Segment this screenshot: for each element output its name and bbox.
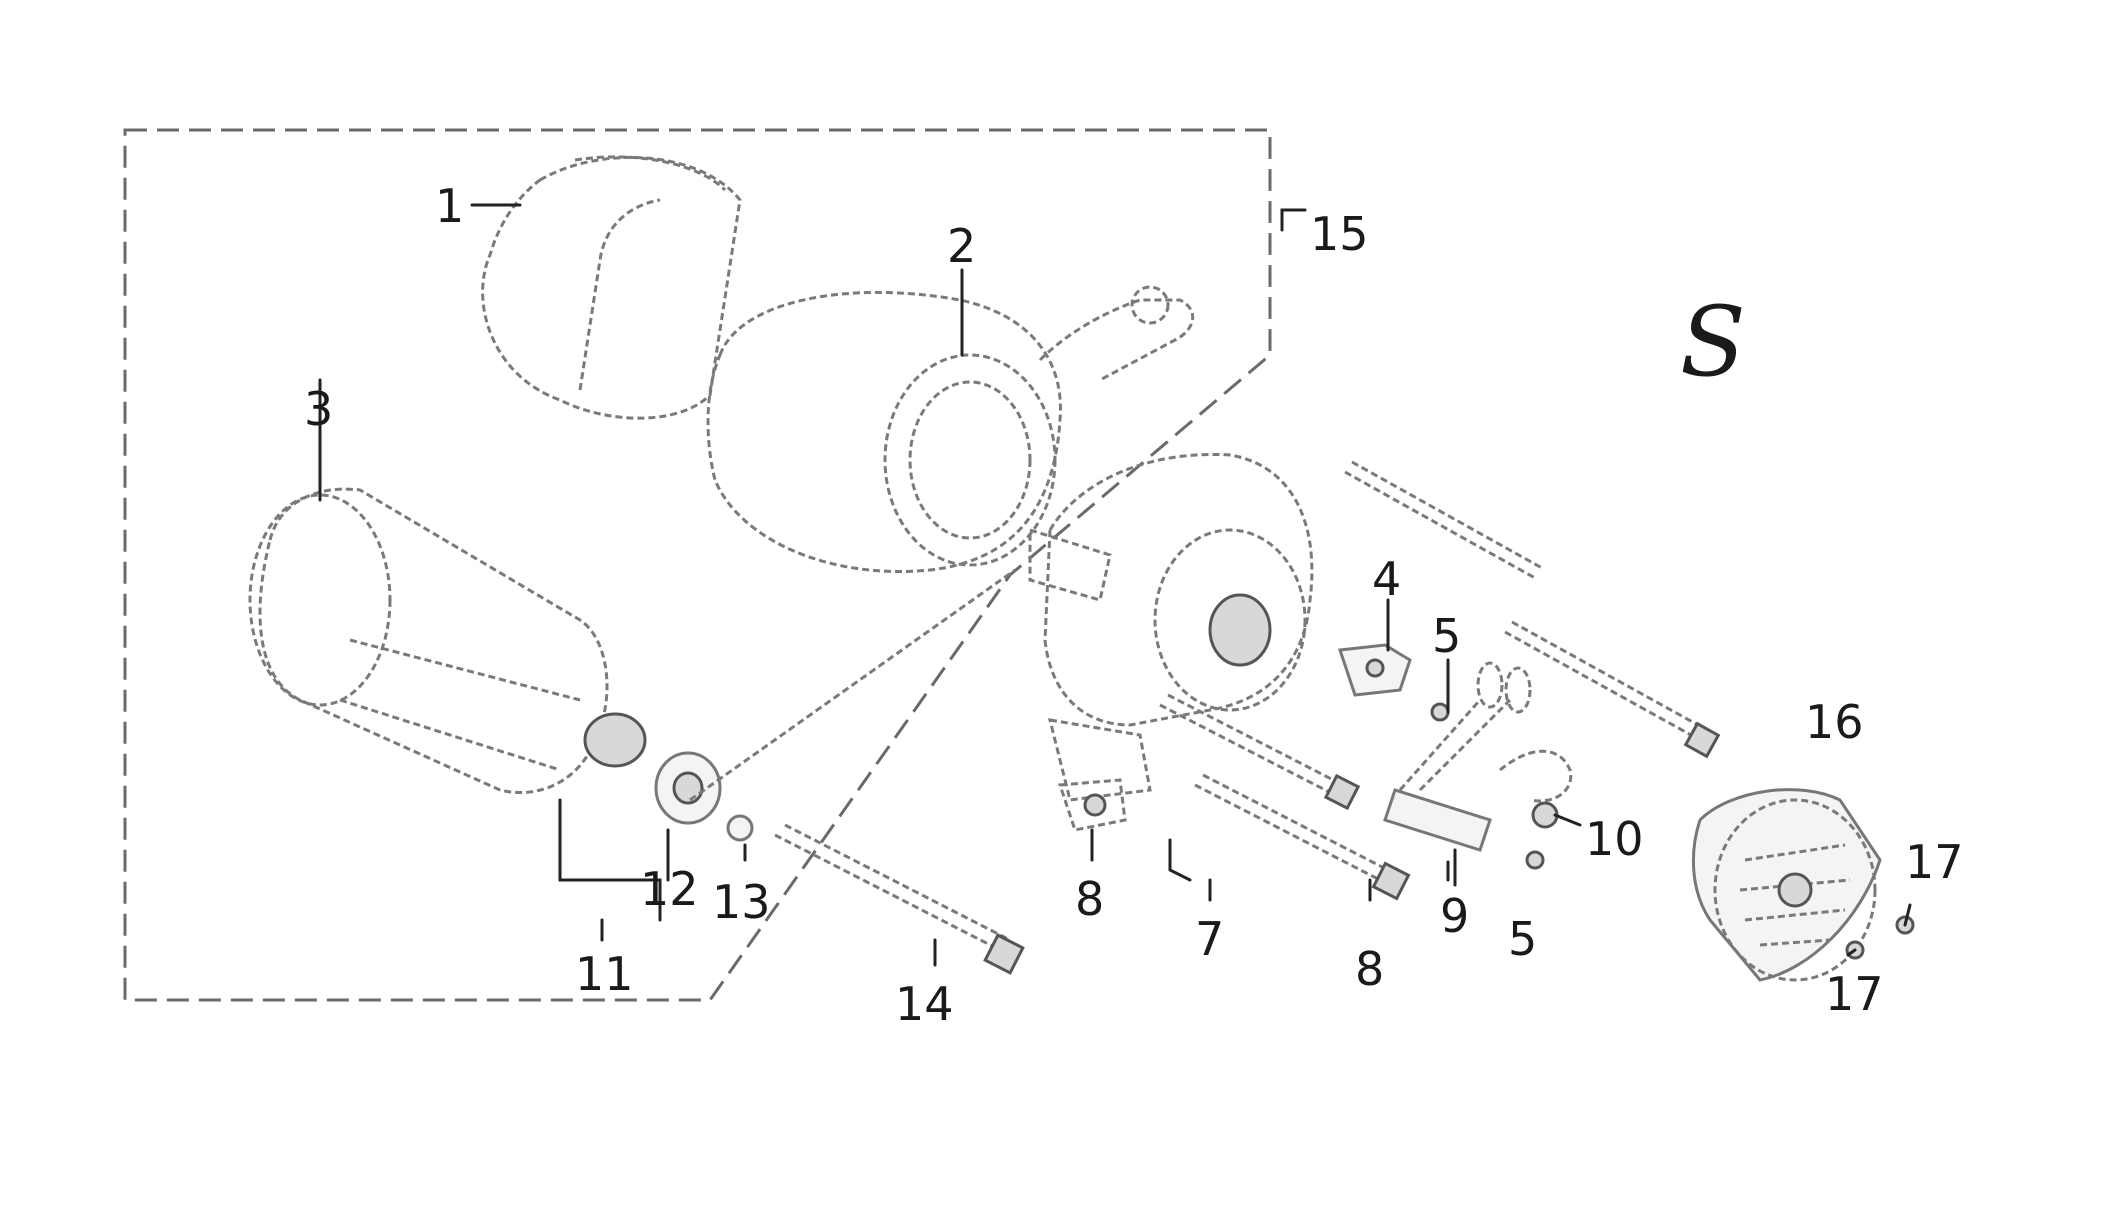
- part-13-washer: [726, 814, 754, 842]
- callout-13: 13: [712, 875, 771, 929]
- callout-12: 12: [640, 862, 699, 916]
- leader-lines: [318, 203, 1912, 967]
- callout-7: 7: [1195, 912, 1224, 966]
- end-bracket-housing: [1028, 452, 1314, 802]
- section-mark: S: [1680, 286, 1746, 398]
- part-14-long-bolt: [774, 823, 1025, 975]
- callout-14: 14: [895, 977, 954, 1031]
- part-3-rotor: [248, 487, 647, 795]
- callout-2: 2: [947, 219, 976, 273]
- callout-17-upper: 17: [1905, 835, 1964, 889]
- callout-17-lower: 17: [1825, 967, 1884, 1021]
- part-5-screw-lower: [1525, 850, 1545, 870]
- callout-9: 9: [1440, 889, 1469, 943]
- callout-16: 16: [1805, 695, 1864, 749]
- through-bolt-upper: [1159, 693, 1361, 811]
- callout-10: 10: [1585, 812, 1644, 866]
- rear-rod-lower: [1504, 620, 1721, 759]
- center-axis-line: [689, 568, 1016, 802]
- callout-3: 3: [304, 382, 333, 436]
- callout-1: 1: [435, 179, 464, 233]
- part-9-capacitor: [1383, 661, 1532, 852]
- through-bolt-lower: [1194, 773, 1411, 901]
- rear-rod-upper: [1344, 460, 1543, 580]
- part-2-stator-housing: [706, 285, 1195, 574]
- part-4-terminal-block: [1337, 643, 1412, 697]
- part-5-screw-upper: [1430, 702, 1450, 722]
- part-16-end-cover: [1692, 788, 1882, 982]
- callout-4: 4: [1372, 552, 1401, 606]
- part-1-band: [481, 155, 742, 420]
- callout-8-right: 8: [1355, 942, 1384, 996]
- callout-8-left: 8: [1075, 872, 1104, 926]
- callout-5-lower: 5: [1508, 912, 1537, 966]
- callout-15: 15: [1310, 207, 1369, 261]
- callout-5-upper: 5: [1432, 609, 1461, 663]
- callout-11: 11: [575, 947, 634, 1001]
- part-8-mount-foot-left: [1057, 778, 1127, 832]
